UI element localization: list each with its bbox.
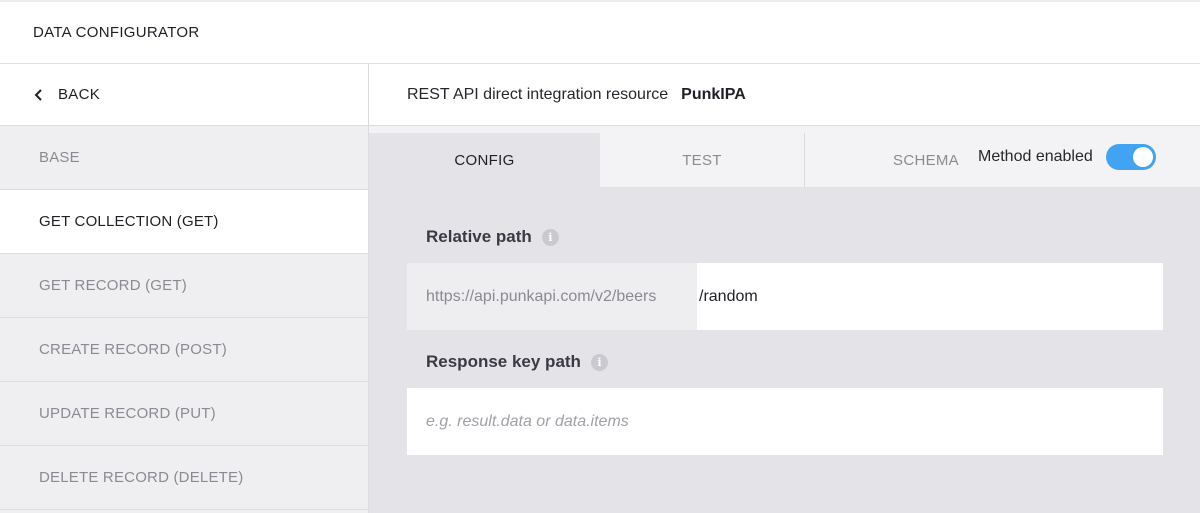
resource-name: PunkIPA bbox=[681, 85, 746, 103]
relative-path-input[interactable] bbox=[697, 263, 1163, 330]
sidebar-item-create-record[interactable]: CREATE RECORD (POST) bbox=[0, 318, 368, 382]
tab-schema[interactable]: SCHEMA bbox=[806, 133, 1006, 188]
toggle-knob bbox=[1132, 147, 1153, 167]
info-icon[interactable]: i bbox=[541, 228, 559, 246]
chevron-left-icon bbox=[34, 88, 48, 102]
sidebar: BACK BASE GET COLLECTION (GET) GET RECOR… bbox=[0, 64, 369, 513]
sidebar-item-get-record[interactable]: GET RECORD (GET) bbox=[0, 254, 368, 318]
tab-schema-label: SCHEMA bbox=[893, 152, 959, 169]
resource-header: REST API direct integration resource Pun… bbox=[369, 64, 1200, 126]
method-enabled-control: Method enabled bbox=[978, 133, 1156, 181]
method-enabled-label: Method enabled bbox=[978, 148, 1093, 165]
tab-bar: CONFIG TEST SCHEMA Method enabled bbox=[369, 126, 1200, 188]
response-key-path-label-row: Response key path i bbox=[426, 352, 608, 372]
sidebar-item-update-record[interactable]: UPDATE RECORD (PUT) bbox=[0, 382, 368, 446]
relative-path-field: https://api.punkapi.com/v2/beers bbox=[407, 263, 1163, 330]
sidebar-item-delete-record[interactable]: DELETE RECORD (DELETE) bbox=[0, 446, 368, 510]
resource-type: REST API direct integration resource bbox=[407, 85, 669, 103]
response-key-path-label: Response key path bbox=[426, 352, 581, 371]
tab-test[interactable]: TEST bbox=[600, 133, 805, 188]
top-bar: DATA CONFIGURATOR bbox=[0, 0, 1200, 64]
method-enabled-toggle[interactable] bbox=[1105, 144, 1156, 170]
sidebar-item-base[interactable]: BASE bbox=[0, 126, 368, 190]
relative-path-label: Relative path bbox=[426, 227, 532, 246]
sidebar-item-get-collection[interactable]: GET COLLECTION (GET) bbox=[0, 190, 368, 254]
back-label: BACK bbox=[58, 86, 101, 103]
tab-config[interactable]: CONFIG bbox=[369, 133, 600, 188]
response-key-path-input[interactable] bbox=[407, 388, 1163, 455]
base-url-prefix: https://api.punkapi.com/v2/beers bbox=[407, 263, 697, 330]
main-panel: REST API direct integration resource Pun… bbox=[369, 64, 1200, 513]
info-icon[interactable]: i bbox=[590, 353, 608, 371]
relative-path-label-row: Relative path i bbox=[426, 227, 559, 247]
back-button[interactable]: BACK bbox=[0, 64, 368, 126]
app-title: DATA CONFIGURATOR bbox=[33, 24, 200, 41]
